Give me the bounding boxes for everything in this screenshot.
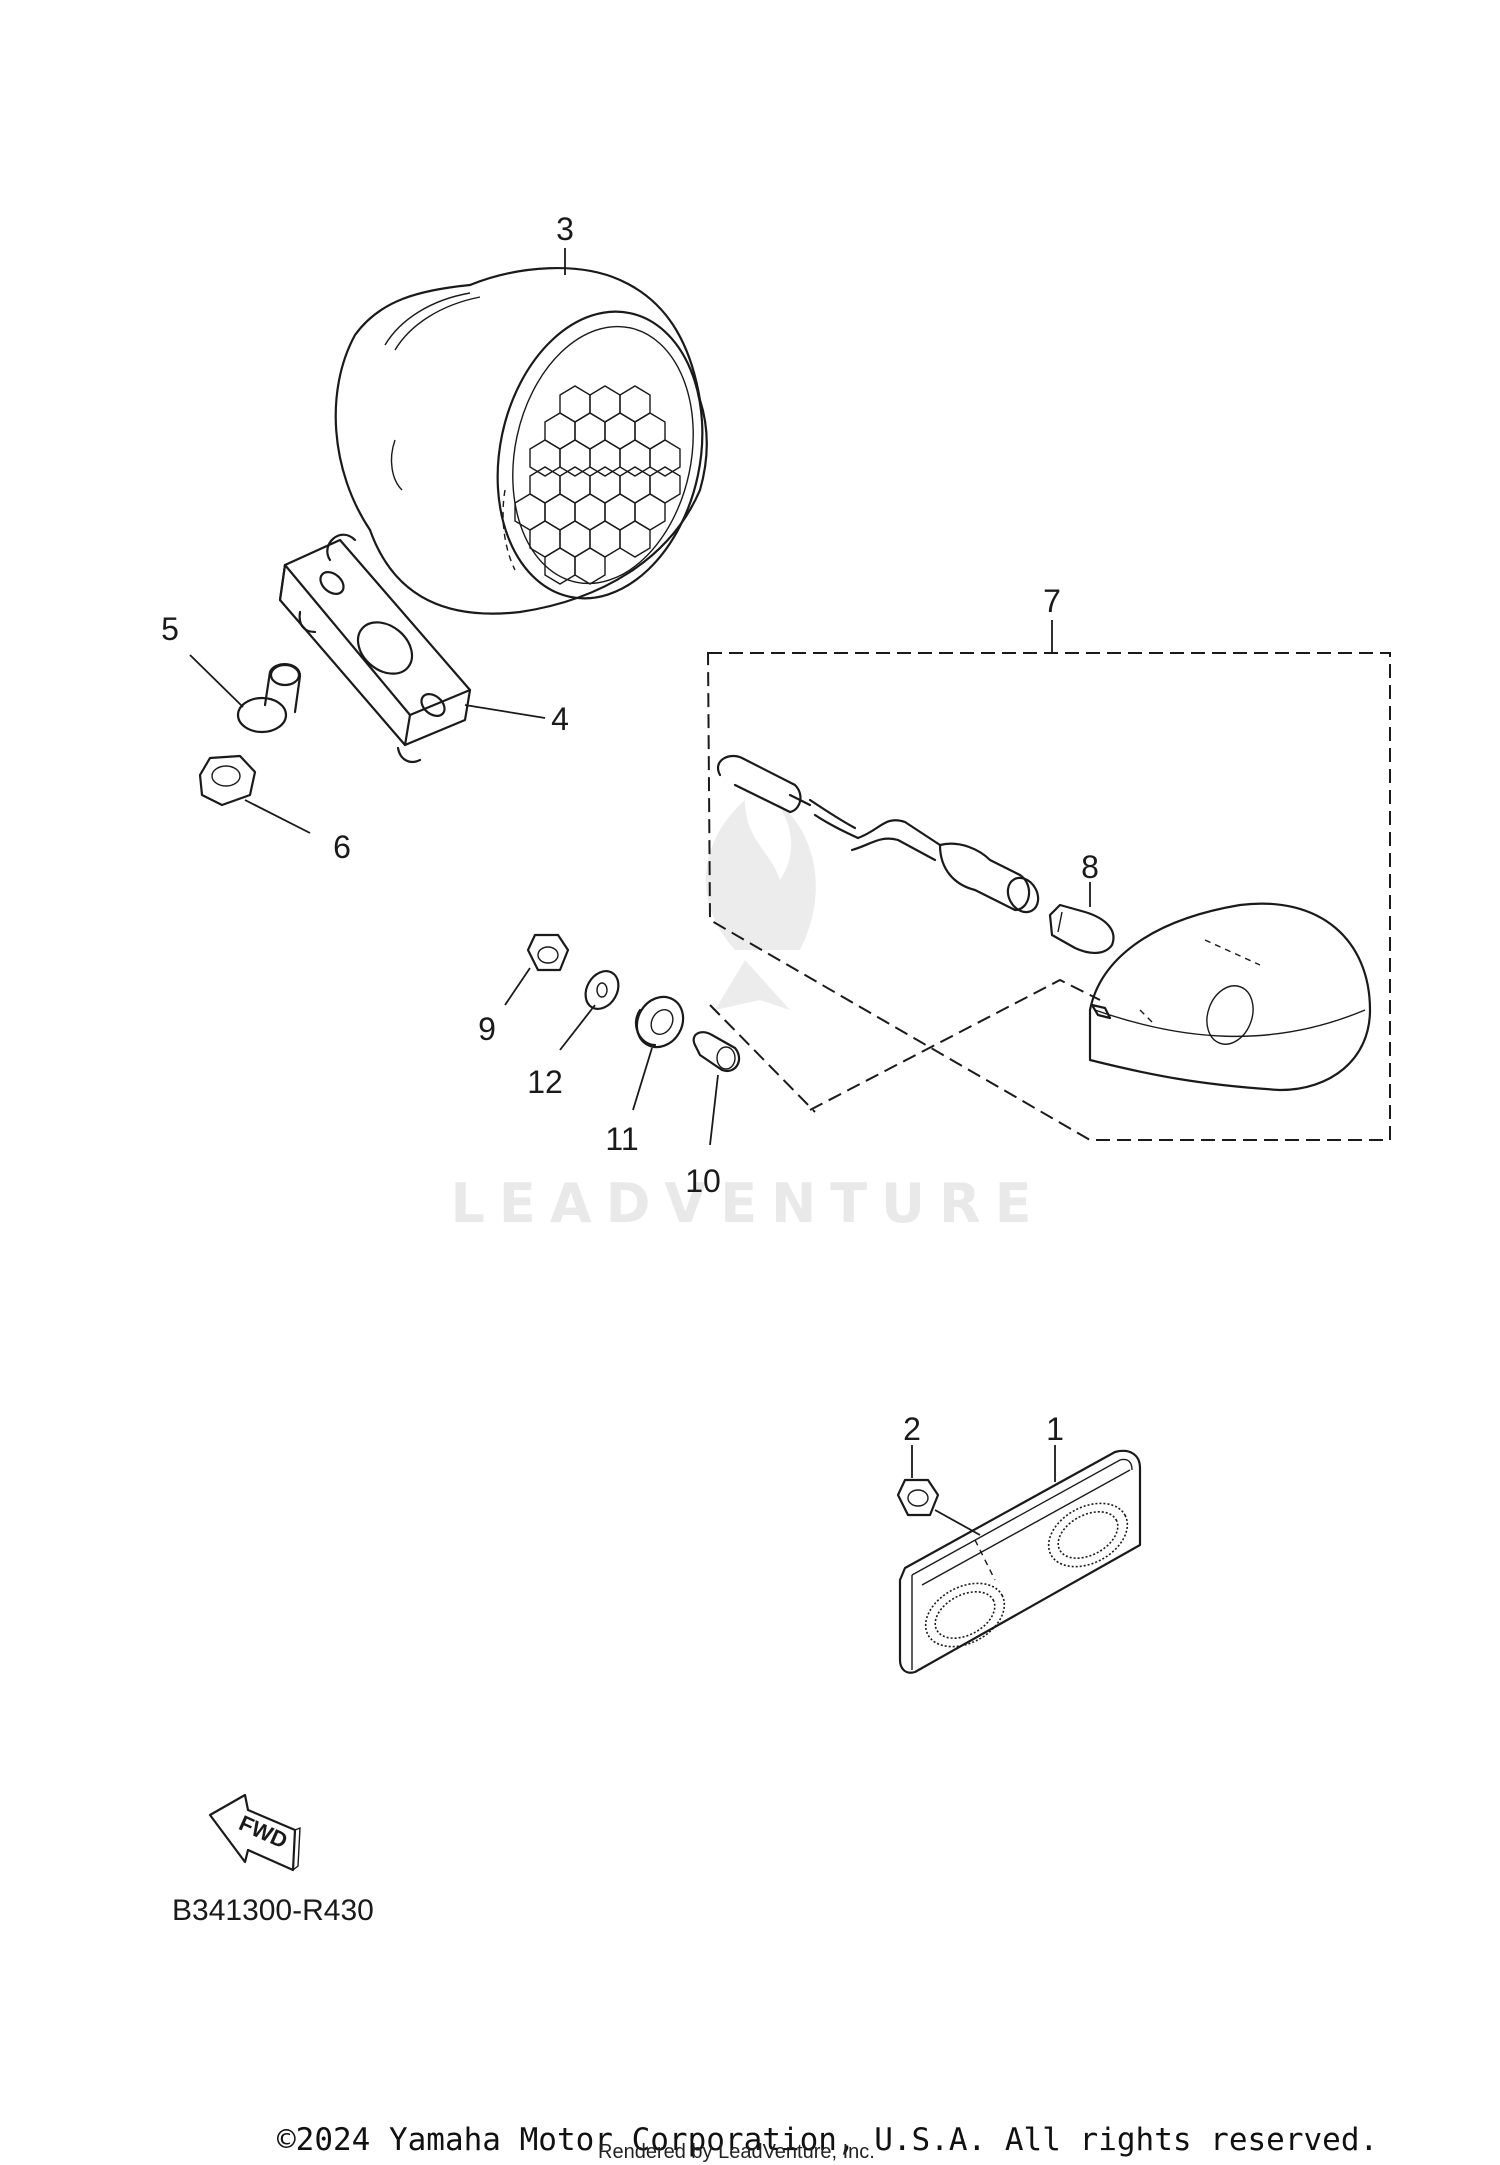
part-4-bracket[interactable] bbox=[278, 533, 472, 764]
part-11-grommet[interactable] bbox=[628, 988, 692, 1055]
callout-2[interactable]: 2 bbox=[903, 1411, 921, 1447]
callout-11[interactable]: 11 bbox=[605, 1121, 638, 1157]
callout-7[interactable]: 7 bbox=[1043, 583, 1061, 619]
part-9-nut[interactable] bbox=[526, 933, 570, 972]
callout-6[interactable]: 6 bbox=[333, 829, 351, 865]
part-7-flasher-assy[interactable] bbox=[706, 652, 1391, 1141]
part-2-nut[interactable] bbox=[896, 1478, 940, 1517]
callout-1[interactable]: 1 bbox=[1046, 1411, 1064, 1447]
rendered-by: Rendered by LeadVenture, Inc. bbox=[598, 2141, 875, 2163]
callout-8[interactable]: 8 bbox=[1081, 849, 1099, 885]
diagram-code: B341300-R430 bbox=[172, 1894, 374, 1927]
part-5-collar[interactable] bbox=[236, 663, 302, 734]
part-3-tail-lamp[interactable] bbox=[334, 267, 728, 618]
part-1-reflector[interactable] bbox=[898, 1449, 1142, 1674]
part-6-nut[interactable] bbox=[198, 754, 257, 807]
callout-9[interactable]: 9 bbox=[478, 1011, 496, 1047]
callout-3[interactable]: 3 bbox=[556, 211, 574, 247]
fwd-arrow-icon: FWD bbox=[208, 1793, 301, 1872]
callout-10[interactable]: 10 bbox=[685, 1163, 721, 1199]
callout-5[interactable]: 5 bbox=[161, 611, 179, 647]
leader-lines bbox=[189, 248, 1091, 1536]
copyright-notice: ©2024 Yamaha Motor Corporation, U.S.A. A… bbox=[277, 2122, 1378, 2158]
callout-4[interactable]: 4 bbox=[551, 701, 569, 737]
part-10-collar[interactable] bbox=[692, 1031, 741, 1073]
watermark-text: LEADVENTURE bbox=[451, 1172, 1046, 1235]
callout-12[interactable]: 12 bbox=[527, 1064, 563, 1100]
leadventure-watermark: LEADVENTURE bbox=[451, 800, 1046, 1235]
callout-labels: 1 2 3 4 5 6 7 8 9 10 11 12 bbox=[161, 211, 1099, 1447]
part-12-washer[interactable] bbox=[579, 965, 625, 1015]
part-8-bulb[interactable] bbox=[1048, 903, 1115, 954]
